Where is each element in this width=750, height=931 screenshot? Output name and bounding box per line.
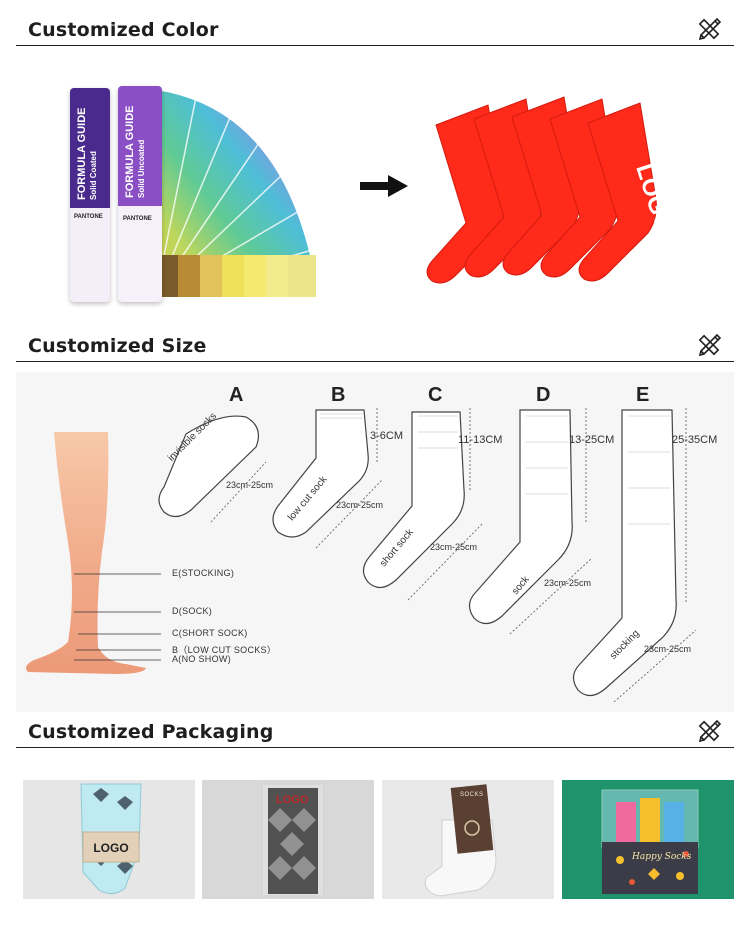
foot-e: 23cm-25cm — [644, 644, 692, 654]
size-letter-d: D — [536, 384, 551, 406]
leg-level-low-cut: B（LOW CUT SOCKS） — [172, 645, 277, 655]
guide-uncoated-brand: PANTONE — [123, 216, 152, 222]
packaging-logo-label-2: LOGO — [276, 794, 309, 806]
packaging-photo-2[interactable]: LOGO — [202, 780, 374, 899]
leg-level-stocking: E(STOCKING) — [172, 568, 235, 578]
packaging-brand-label: Happy Socks — [632, 852, 692, 862]
color-section-header: Customized Color — [16, 10, 734, 46]
leg-level-sock: D(SOCK) — [172, 606, 213, 616]
packaging-socks-label: SOCKS — [460, 792, 484, 798]
section-title-packaging: Customized Packaging — [28, 721, 274, 743]
guide-coated-cover — [70, 88, 110, 208]
packaging-photo-1[interactable]: LOGO — [23, 780, 195, 899]
leg-level-short-sock: C(SHORT SOCK) — [172, 628, 248, 638]
foot-d: 23cm-25cm — [544, 578, 592, 588]
red-socks-image: LOGO — [426, 96, 678, 284]
packaging-section-header: Customized Packaging — [16, 712, 734, 748]
guide-uncoated-title: FORMULA GUIDE — [124, 105, 136, 198]
size-chart: E(STOCKING) D(SOCK) C(SHORT SOCK) B（LOW … — [16, 372, 734, 712]
size-letter-e: E — [636, 384, 650, 406]
sock-outlines — [158, 408, 697, 703]
height-e: 25-35CM — [672, 434, 718, 446]
color-showcase: FORMULA GUIDE Solid Coated PANTONE FORMU… — [0, 60, 750, 322]
size-letter-c: C — [428, 384, 443, 406]
section-title-size: Customized Size — [28, 335, 207, 357]
leg-illustration — [26, 432, 161, 674]
height-c: 11-13CM — [458, 434, 503, 446]
pencil-ruler-icon[interactable] — [696, 332, 722, 358]
leg-level-no-show: A(NO SHOW) — [172, 654, 231, 664]
pantone-fan — [155, 90, 316, 297]
guide-uncoated-subtitle: Solid Uncoated — [137, 139, 146, 198]
size-letter-b: B — [331, 384, 346, 406]
packaging-photo-3[interactable]: SOCKS — [382, 780, 554, 899]
pantone-guide-uncoated: FORMULA GUIDE Solid Uncoated PANTONE — [118, 86, 162, 302]
foot-c: 23cm-25cm — [430, 542, 478, 552]
arrow-right-icon — [360, 175, 408, 197]
pantone-guide-coated: FORMULA GUIDE Solid Coated PANTONE — [70, 88, 110, 302]
pencil-ruler-icon[interactable] — [696, 718, 722, 744]
packaging-logo-label: LOGO — [93, 841, 129, 855]
guide-coated-title: FORMULA GUIDE — [76, 107, 88, 200]
section-title-color: Customized Color — [28, 19, 219, 41]
pencil-ruler-icon[interactable] — [696, 16, 722, 42]
height-b: 3-6CM — [370, 430, 404, 442]
guide-uncoated-cover — [118, 86, 162, 206]
size-letter-a: A — [229, 384, 244, 406]
foot-b: 23cm-25cm — [336, 500, 384, 510]
guide-coated-brand: PANTONE — [74, 214, 103, 220]
packaging-photo-4[interactable]: Happy Socks — [562, 780, 734, 899]
height-d: 13-25CM — [569, 434, 615, 446]
size-section-header: Customized Size — [16, 326, 734, 362]
foot-a: 23cm-25cm — [226, 480, 274, 490]
guide-coated-subtitle: Solid Coated — [89, 151, 98, 200]
